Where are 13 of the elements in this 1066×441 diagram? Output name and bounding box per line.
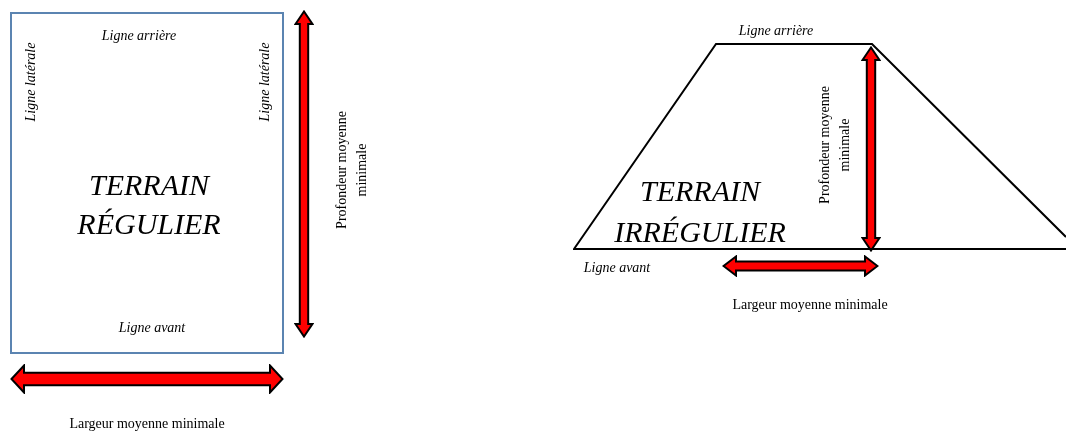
- lot-rectangle: [10, 12, 284, 354]
- dimension-label: Profondeur moyenne minimale: [332, 110, 370, 231]
- dimension-label: Profondeur moyenne minimale: [815, 85, 853, 206]
- side-label: Ligne arrière: [101, 26, 177, 45]
- side-label: Ligne avant: [118, 318, 186, 337]
- side-label: Ligne latérale: [21, 42, 39, 122]
- terrain-title: TERRAIN IRRÉGULIER: [613, 172, 787, 249]
- dimension-label: Largeur moyenne minimale: [731, 295, 889, 314]
- side-label: Ligne avant: [583, 258, 651, 277]
- dimension-label: Largeur moyenne minimale: [68, 414, 226, 433]
- terrain-title: TERRAIN RÉGULIER: [76, 167, 222, 242]
- side-label: Ligne latérale: [255, 42, 273, 122]
- side-label: Ligne arrière: [738, 21, 814, 40]
